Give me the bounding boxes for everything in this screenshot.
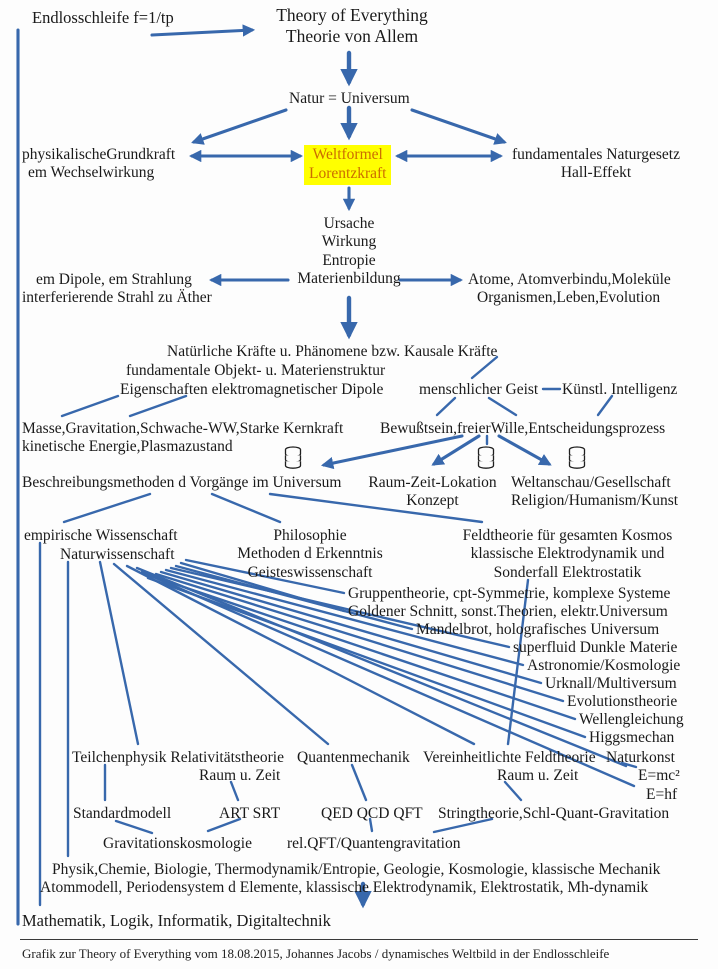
node-vereinheitlichte-feldtheorie: Vereinheitlichte Feldtheorie bbox=[423, 749, 596, 766]
node-goldener-schnitt: Goldener Schnitt, sonst.Theorien, elektr… bbox=[348, 603, 668, 620]
node-weltformel-line2: Lorentzkraft bbox=[309, 164, 387, 182]
caption-separator bbox=[20, 939, 698, 940]
node-masse-gravitation: Masse,Gravitation,Schwache-WW,Starke Ker… bbox=[22, 420, 344, 456]
database-icon bbox=[568, 446, 586, 469]
node-weltformel: Weltformel Lorentzkraft bbox=[304, 145, 392, 185]
node-naturkonstanten: Naturkonst bbox=[606, 749, 675, 766]
node-emc2: E=mc² bbox=[638, 767, 680, 784]
node-higgsmechanismus: Higgsmechan bbox=[589, 729, 675, 746]
node-materienstruktur: fundamentale Objekt- u. Materienstruktur bbox=[126, 362, 386, 379]
node-qed-qcd-qft: QED QCD QFT bbox=[321, 805, 423, 822]
node-beschreibungsmethoden: Beschreibungsmethoden d Vorgänge im Univ… bbox=[22, 474, 342, 491]
node-feldtheorie-kosmos: Feldtheorie für gesamten Kosmos klassisc… bbox=[462, 527, 673, 581]
node-title-de: Theorie von Allem bbox=[285, 25, 419, 46]
node-ehf: E=hf bbox=[646, 786, 678, 803]
node-grundkraft: physikalischeGrundkraft em Wechselwirkun… bbox=[22, 146, 176, 182]
node-menschlicher-geist: menschlicher Geist bbox=[419, 381, 539, 398]
node-philosophie: Philosophie Methoden d Erkenntnis Geiste… bbox=[237, 527, 383, 581]
node-atome-organismen: Atome, Atomverbindu,Moleküle Organismen,… bbox=[468, 271, 671, 307]
database-icon bbox=[477, 446, 495, 469]
node-title-en: Theory of Everything bbox=[276, 5, 428, 25]
node-entropie: Entropie bbox=[322, 251, 376, 269]
node-quantenmechanik: Quantenmechanik bbox=[297, 749, 410, 766]
node-mathematik: Mathematik, Logik, Informatik, Digitalte… bbox=[22, 911, 331, 930]
node-natur-universum: Natur = Universum bbox=[289, 90, 410, 107]
node-stringtheorie: Stringtheorie,Schl-Quant-Gravitation bbox=[438, 805, 670, 822]
node-weltformel-line1: Weltformel bbox=[312, 146, 383, 163]
node-endlosschleife: Endlosschleife f=1/tp bbox=[32, 8, 174, 27]
node-raum-zeit-lokation: Raum-Zeit-Lokation Konzept bbox=[368, 474, 497, 510]
node-title: Theory of Everything Theorie von Allem bbox=[252, 5, 452, 46]
node-rel-qft: rel.QFT/Quantengravitation bbox=[287, 835, 461, 852]
node-teilchenphysik: Teilchenphysik Relativitätstheorie bbox=[72, 749, 284, 766]
node-evolutionstheorie: Evolutionstheorie bbox=[567, 693, 678, 710]
node-wirkung: Wirkung bbox=[321, 233, 377, 251]
node-mandelbrot: Mandelbrot, holografisches Universum bbox=[416, 621, 660, 638]
node-dipole-strahlung: em Dipole, em Strahlung interferierende … bbox=[22, 271, 212, 307]
node-ursache: Ursache bbox=[323, 215, 375, 232]
node-naturwissenschaft: Naturwissenschaft bbox=[60, 546, 175, 563]
node-ursache-kette: Ursache Wirkung Entropie Materienbildung bbox=[279, 215, 419, 288]
node-wellengleichung: Wellengleichung bbox=[579, 711, 684, 728]
node-empirische-wissenschaft: empirische Wissenschaft bbox=[24, 527, 178, 544]
node-kausale-kraefte: Natürliche Kräfte u. Phänomene bzw. Kaus… bbox=[167, 343, 498, 360]
node-urknall: Urknall/Multiversum bbox=[545, 675, 677, 692]
node-physik-block: Physik,Chemie, Biologie, Thermodynamik/E… bbox=[40, 861, 661, 897]
node-art-srt: ART SRT bbox=[219, 805, 281, 822]
node-gravitationskosmologie: Gravitationskosmologie bbox=[103, 835, 252, 852]
node-bewusstsein: Bewußtsein,freierWille,Entscheidungsproz… bbox=[380, 420, 666, 437]
node-kuenstliche-intelligenz: Künstl. Intelligenz bbox=[562, 381, 678, 398]
node-naturgesetz: fundamentales Naturgesetz Hall-Effekt bbox=[512, 146, 680, 182]
node-raum-zeit-a: Raum u. Zeit bbox=[199, 767, 281, 784]
node-raum-zeit-b: Raum u. Zeit bbox=[497, 767, 579, 784]
node-gruppentheorie: Gruppentheorie, cpt-Symmetrie, komplexe … bbox=[348, 585, 671, 602]
node-weltanschau: Weltanschau/Gesellschaft Religion/Humani… bbox=[511, 474, 679, 510]
node-standardmodell: Standardmodell bbox=[73, 805, 172, 822]
database-icon bbox=[284, 446, 302, 469]
node-dunkle-materie: superfluid Dunkle Materie bbox=[513, 639, 678, 656]
node-materienbildung: Materienbildung bbox=[297, 269, 401, 287]
node-astronomie: Astronomie/Kosmologie bbox=[527, 657, 681, 674]
diagram-caption: Grafik zur Theory of Everything vom 18.0… bbox=[22, 946, 610, 961]
node-eigenschaften-dipole: Eigenschaften elektromagnetischer Dipole bbox=[120, 381, 384, 398]
